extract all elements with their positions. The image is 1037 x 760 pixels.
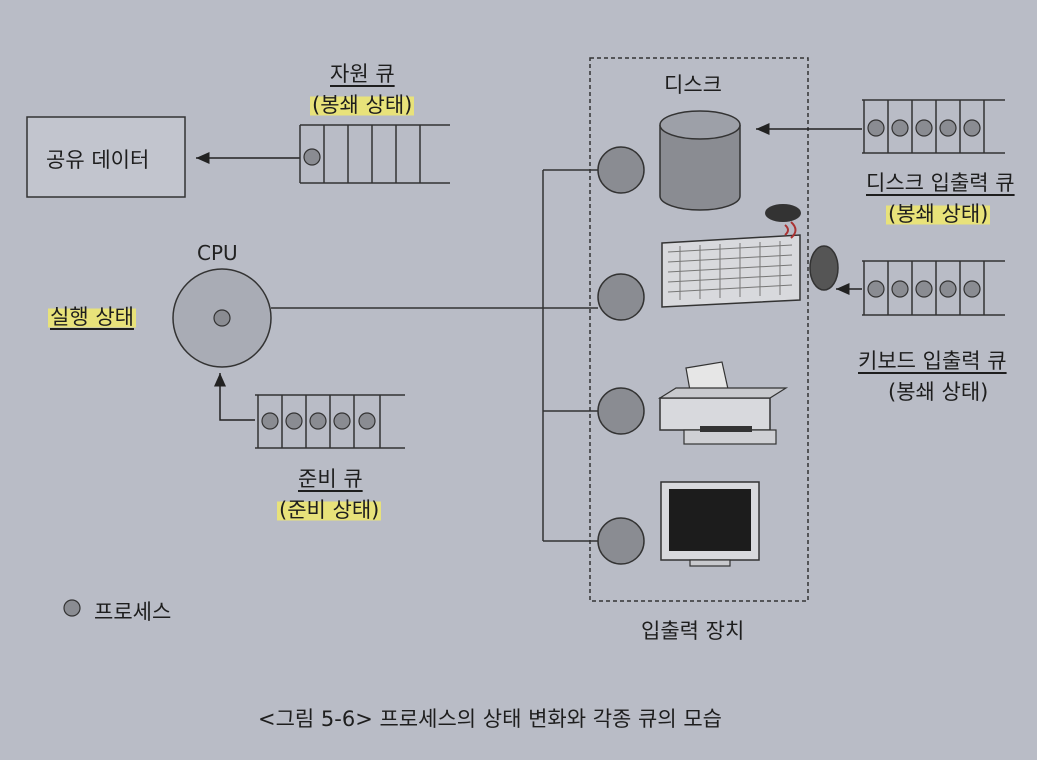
- ready-queue-arrow: [214, 373, 255, 421]
- process-token: [358, 412, 376, 430]
- process-token: [891, 280, 909, 298]
- ready-queue: [255, 394, 405, 449]
- shared-data-label: 공유 데이터: [46, 148, 150, 172]
- process-token: [939, 280, 957, 298]
- legend-process-icon: [63, 599, 81, 617]
- process-token: [285, 412, 303, 430]
- monitor-icon: [660, 481, 760, 567]
- monitor-io-process-slot: [597, 517, 645, 565]
- io-devices-box: [589, 57, 809, 602]
- io-connection-lines: [271, 169, 598, 542]
- process-token: [963, 119, 981, 137]
- keyboard-icon: [661, 204, 839, 308]
- process-token: [333, 412, 351, 430]
- process-token: [261, 412, 279, 430]
- disk-queue-state: (봉쇄 상태): [886, 198, 991, 228]
- process-token: [309, 412, 327, 430]
- cpu-label: CPU: [197, 241, 238, 265]
- shared-data-box: [26, 116, 186, 198]
- io-devices-label: 입출력 장치: [641, 619, 745, 643]
- printer-icon: [657, 361, 789, 445]
- disk-io-queue: [862, 99, 1005, 154]
- process-token: [867, 280, 885, 298]
- disk-label: 디스크: [664, 73, 722, 97]
- process-token: [915, 119, 933, 137]
- process-token: [963, 280, 981, 298]
- legend-process-label: 프로세스: [94, 600, 172, 624]
- resource-queue: [299, 124, 450, 184]
- cpu-state: 실행 상태: [48, 301, 136, 331]
- process-token: [303, 148, 321, 166]
- process-token: [939, 119, 957, 137]
- keyboard-queue-state: (봉쇄 상태): [888, 380, 989, 404]
- process-token: [915, 280, 933, 298]
- ready-queue-title: 준비 큐: [298, 467, 363, 491]
- process-token: [891, 119, 909, 137]
- printer-io-process-slot: [597, 387, 645, 435]
- resource-queue-title: 자원 큐: [330, 62, 395, 86]
- disk-icon: [659, 110, 741, 211]
- process-token: [867, 119, 885, 137]
- disk-io-process-slot: [597, 146, 645, 194]
- keyboard-io-queue: [862, 260, 1005, 316]
- ready-queue-state: (준비 상태): [277, 494, 382, 524]
- keyboard-queue-title: 키보드 입출력 큐: [858, 349, 1007, 373]
- disk-queue-title: 디스크 입출력 큐: [866, 171, 1015, 195]
- figure-caption: <그림 5-6> 프로세스의 상태 변화와 각종 큐의 모습: [258, 707, 722, 731]
- keyboard-io-process-slot: [597, 273, 645, 321]
- resource-queue-state: (봉쇄 상태): [310, 89, 415, 119]
- cpu-disk: [172, 268, 272, 368]
